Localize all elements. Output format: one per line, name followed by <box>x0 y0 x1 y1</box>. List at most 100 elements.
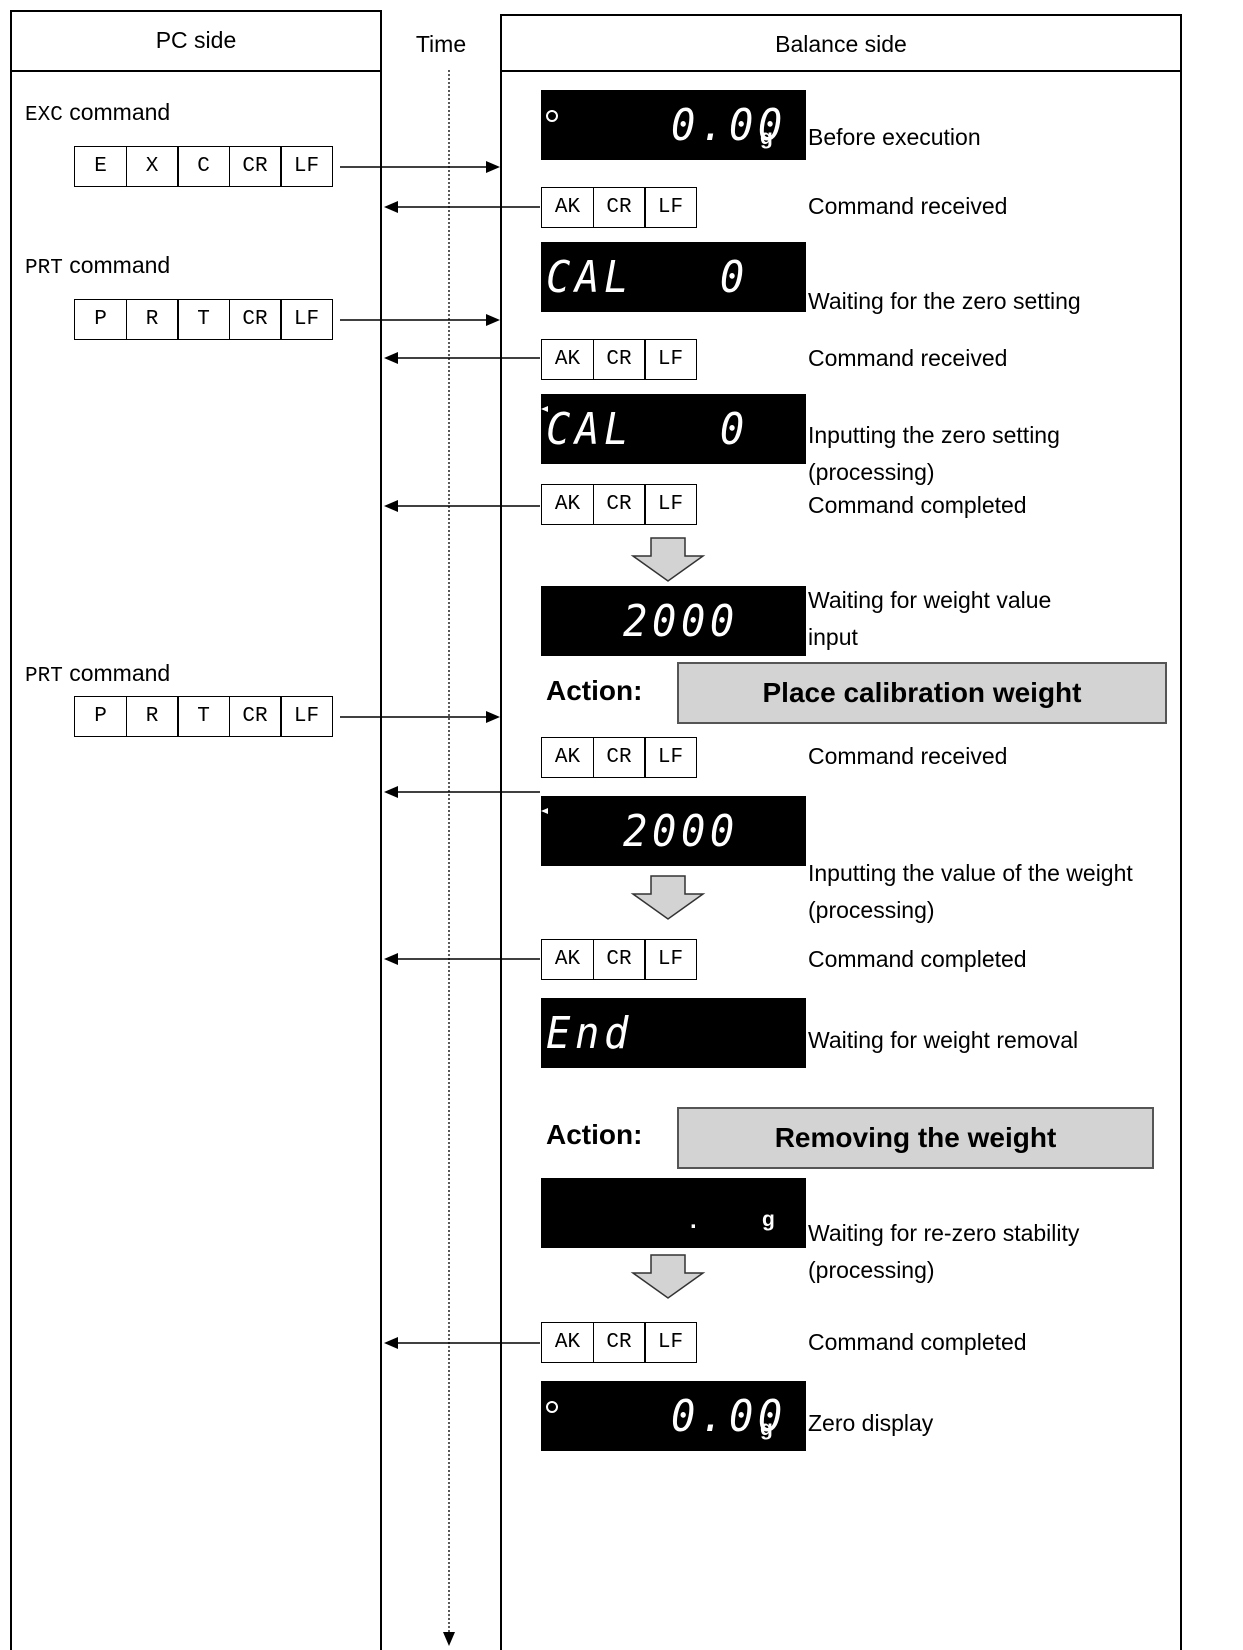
stable-indicator-icon <box>546 110 558 122</box>
desc-waiting-rezero: Waiting for re-zero stability (processin… <box>808 1220 1080 1283</box>
processing-indicator-icon <box>541 406 548 412</box>
frame-byte: LF <box>644 339 697 380</box>
unit-g-label: g <box>762 1208 775 1231</box>
command-word: command <box>69 660 171 686</box>
frame-byte: LF <box>280 299 333 340</box>
frame-byte: AK <box>541 187 594 228</box>
display-text: End <box>546 1008 633 1059</box>
response-frame: AK CR LF <box>541 484 697 525</box>
time-axis <box>443 70 455 1646</box>
frame-byte: CR <box>592 1322 646 1363</box>
display-weight-value: 2000 <box>541 586 806 656</box>
frame-byte: R <box>125 299 179 340</box>
frame-byte: AK <box>541 484 594 525</box>
frame-byte: P <box>74 299 127 340</box>
response-frame: AK CR LF <box>541 339 697 380</box>
desc-command-received: Command received <box>808 193 1008 219</box>
frame-byte: CR <box>592 939 646 980</box>
frame-byte: CR <box>592 484 646 525</box>
frame-byte: LF <box>644 484 697 525</box>
command-prefix: EXC <box>25 104 63 127</box>
desc-waiting-weight-removal: Waiting for weight removal <box>808 1027 1079 1053</box>
display-zero: 0.00 g <box>541 1381 806 1451</box>
command-prefix: PRT <box>25 665 63 688</box>
frame-byte: AK <box>541 939 594 980</box>
balance-header-divider <box>500 70 1182 72</box>
balance-column-frame <box>500 14 1182 1650</box>
command-word: command <box>69 252 171 278</box>
unit-g-label: g <box>760 1417 773 1440</box>
desc-command-completed: Command completed <box>808 1329 1027 1355</box>
desc-inputting-zero-setting: Inputting the zero setting (processing) <box>808 422 1060 485</box>
display-cal-zero: CAL 0 <box>541 242 806 312</box>
exc-command-frame: E X C CR LF <box>74 146 333 187</box>
response-frame: AK CR LF <box>541 187 697 228</box>
frame-byte: CR <box>228 299 282 340</box>
display-before-execution: 0.00 g <box>541 90 806 160</box>
frame-byte: R <box>125 696 179 737</box>
desc-inputting-weight-value: Inputting the value of the weight (proce… <box>808 860 1133 923</box>
display-text: 0.00 <box>671 1391 787 1442</box>
frame-byte: E <box>74 146 127 187</box>
display-text: 2000 <box>623 806 739 857</box>
processing-indicator-icon <box>541 808 548 814</box>
desc-command-completed: Command completed <box>808 492 1027 518</box>
frame-byte: AK <box>541 737 594 778</box>
display-text: 0.00 <box>671 100 787 151</box>
prt-command-frame-2: P R T CR LF <box>74 696 333 737</box>
frame-byte: AK <box>541 1322 594 1363</box>
desc-command-received: Command received <box>808 743 1008 769</box>
decimal-point: . <box>690 1207 697 1234</box>
display-weight-value-processing: 2000 <box>541 796 806 866</box>
frame-byte: CR <box>228 696 282 737</box>
frame-byte: AK <box>541 339 594 380</box>
balance-side-header: Balance side <box>775 30 907 57</box>
desc-before-execution: Before execution <box>808 124 981 150</box>
frame-byte: LF <box>280 696 333 737</box>
display-end: End <box>541 998 806 1068</box>
exc-command-label: EXC command <box>25 99 170 127</box>
desc-zero-display: Zero display <box>808 1410 934 1436</box>
frame-byte: C <box>177 146 230 187</box>
desc-command-completed: Command completed <box>808 946 1027 972</box>
response-frame: AK CR LF <box>541 737 697 778</box>
frame-byte: LF <box>644 187 697 228</box>
command-prefix: PRT <box>25 257 63 280</box>
frame-byte: T <box>177 299 230 340</box>
down-arrow-icon <box>630 1254 706 1299</box>
command-word: command <box>69 99 171 125</box>
frame-byte: LF <box>644 939 697 980</box>
frame-byte: LF <box>280 146 333 187</box>
pc-side-header: PC side <box>155 26 237 53</box>
frame-byte: LF <box>644 1322 697 1363</box>
frame-byte: P <box>74 696 127 737</box>
display-text: CAL 0 <box>546 252 749 303</box>
unit-g-label: g <box>760 126 773 149</box>
frame-byte: CR <box>592 339 646 380</box>
display-text: CAL 0 <box>546 404 749 455</box>
frame-byte: T <box>177 696 230 737</box>
frame-byte: CR <box>592 187 646 228</box>
action-place-weight-box: Place calibration weight <box>677 662 1167 724</box>
time-header: Time <box>415 30 467 57</box>
frame-byte: CR <box>228 146 282 187</box>
prt-command-frame-1: P R T CR LF <box>74 299 333 340</box>
action-label: Action: <box>546 1119 643 1150</box>
response-frame: AK CR LF <box>541 939 697 980</box>
frame-byte: CR <box>592 737 646 778</box>
display-rezero: . g <box>541 1178 806 1248</box>
desc-waiting-weight-input: Waiting for weight value input <box>808 587 1052 650</box>
display-text: 2000 <box>623 596 739 647</box>
stable-indicator-icon <box>546 1401 558 1413</box>
prt-command-label-1: PRT command <box>25 252 170 280</box>
pc-header-divider <box>10 70 382 72</box>
down-arrow-icon <box>630 537 706 582</box>
down-arrow-icon <box>630 875 706 920</box>
frame-byte: X <box>125 146 179 187</box>
desc-waiting-zero-setting: Waiting for the zero setting <box>808 288 1081 314</box>
action-remove-weight-box: Removing the weight <box>677 1107 1154 1169</box>
prt-command-label-2: PRT command <box>25 660 170 688</box>
action-label: Action: <box>546 675 643 706</box>
